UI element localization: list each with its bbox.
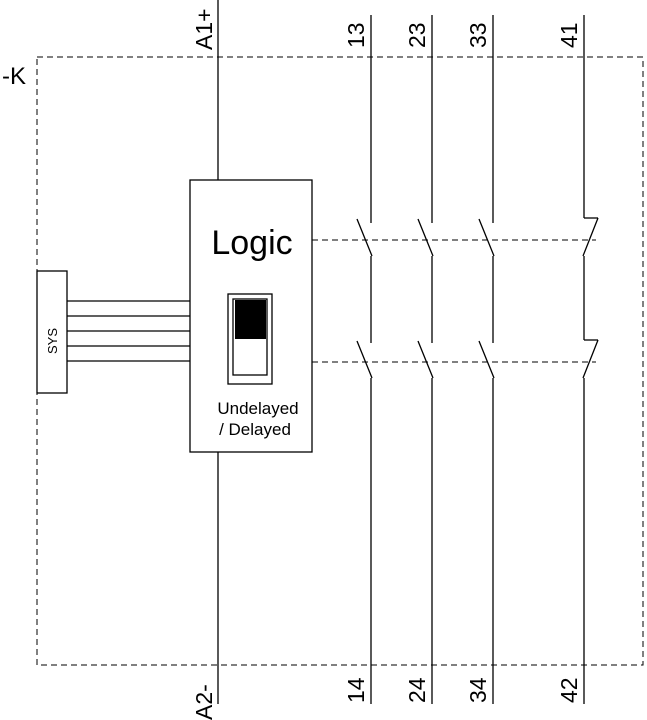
device-tag: -K — [2, 63, 26, 90]
sys-connector-label: SYS — [45, 328, 60, 354]
contact-41-42 — [582, 15, 599, 704]
contact-13-14 — [356, 15, 373, 704]
dip-switch — [227, 293, 273, 385]
sys-bus-lines — [67, 300, 190, 362]
contact-33-34 — [478, 15, 495, 704]
terminal-24-label: 24 — [404, 677, 430, 703]
logic-title: Logic — [211, 224, 292, 262]
supply-top-label: A1+ — [191, 8, 217, 50]
terminal-42-label: 42 — [556, 677, 582, 703]
terminal-33-label: 33 — [465, 22, 491, 48]
terminal-41-label: 41 — [556, 22, 582, 48]
contact-23-24 — [417, 15, 434, 704]
terminal-34-label: 34 — [465, 677, 491, 703]
supply-bottom-label: A2- — [191, 684, 217, 720]
terminal-13-label: 13 — [343, 22, 369, 48]
terminal-23-label: 23 — [404, 22, 430, 48]
terminal-14-label: 14 — [343, 677, 369, 703]
switch-label-line1: Undelayed — [217, 399, 298, 418]
sys-connector — [36, 270, 68, 394]
switch-label-line2: / Delayed — [219, 420, 291, 439]
